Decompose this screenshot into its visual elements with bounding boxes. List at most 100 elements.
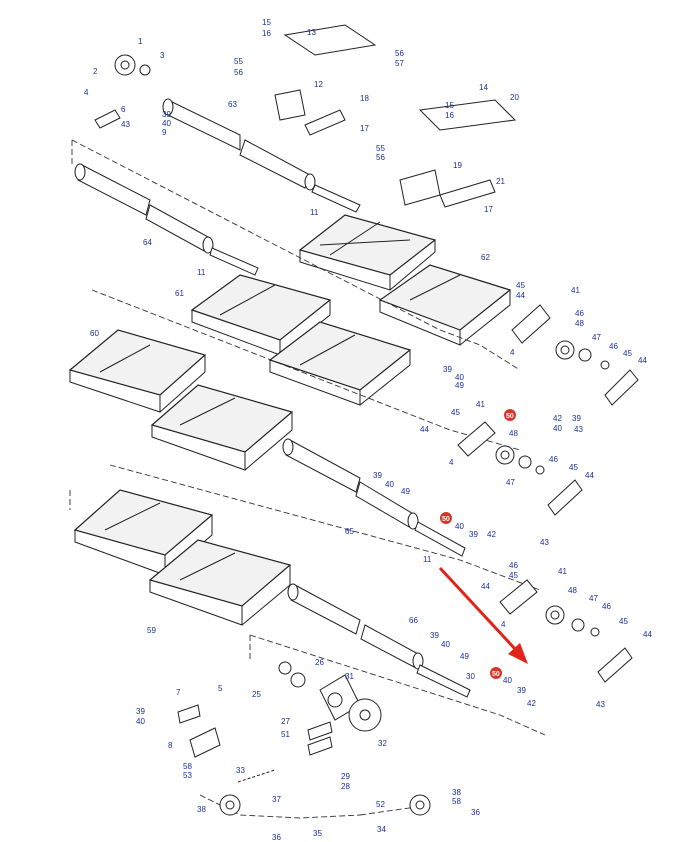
callout: 15 (445, 101, 454, 110)
callout: 45 (569, 463, 578, 472)
callout: 17 (484, 205, 493, 214)
callout: 25 (252, 690, 261, 699)
callout: 4 (449, 458, 454, 467)
callout: 55 (376, 144, 385, 153)
callout: 19 (453, 161, 462, 170)
callout: 43 (540, 538, 549, 547)
callout: 48 (509, 429, 518, 438)
callout: 45 (451, 408, 460, 417)
highlighted-callouts: 50 50 50 (440, 409, 516, 679)
callout: 41 (476, 400, 485, 409)
callout: 40 (553, 424, 562, 433)
callout: 11 (310, 208, 319, 217)
bar-18 (304, 109, 346, 136)
callout: 42 (487, 530, 496, 539)
callout: 11 (197, 268, 206, 277)
callout-labels: 1 2 3 4 6 43 39 40 9 15 16 13 55 56 12 5… (84, 18, 652, 842)
callout: 18 (360, 94, 369, 103)
callout: 43 (596, 700, 605, 709)
block-8-7 (177, 704, 221, 758)
callout: 45 (623, 349, 632, 358)
callout: 39 (136, 707, 145, 716)
bracket-27-51 (307, 721, 333, 756)
callout: 5 (218, 684, 223, 693)
callout: 40 (503, 676, 512, 685)
callout: 4 (501, 620, 506, 629)
callout: 48 (575, 319, 584, 328)
top-left-bearing (94, 54, 151, 129)
callout: 20 (510, 93, 519, 102)
callout: 36 (471, 808, 480, 817)
callout: 43 (574, 425, 583, 434)
callout: 48 (568, 586, 577, 595)
callout: 4 (510, 348, 515, 357)
callout: 46 (509, 561, 518, 570)
highlight-badge: 50 (440, 512, 452, 524)
callout: 45 (509, 571, 518, 580)
bearing-set-3 (499, 579, 633, 683)
callout: 58 (183, 762, 192, 771)
bearing-set-2 (457, 421, 583, 516)
callout: 44 (516, 291, 525, 300)
callout: 40 (455, 373, 464, 382)
callout: 36 (272, 833, 281, 842)
callout: 52 (376, 800, 385, 809)
svg-text:50: 50 (506, 413, 514, 420)
belt-62-upper (298, 214, 437, 291)
callout: 38 (452, 788, 461, 797)
callout: 65 (345, 527, 354, 536)
callout: 41 (571, 286, 580, 295)
callout: 43 (121, 120, 130, 129)
callout: 56 (395, 49, 404, 58)
callout: 2 (93, 67, 98, 76)
sprocket-38-left (219, 794, 241, 816)
callout: 21 (496, 177, 505, 186)
callout: 59 (147, 626, 156, 635)
callout: 29 (341, 772, 350, 781)
callout: 15 (262, 18, 271, 27)
callout: 39 (572, 414, 581, 423)
callout: 27 (281, 717, 290, 726)
callout: 39 (443, 365, 452, 374)
belt-60-lower (150, 384, 294, 471)
rollers (74, 98, 471, 698)
callout: 16 (445, 111, 454, 120)
belt-pans (68, 214, 512, 626)
callout: 46 (602, 602, 611, 611)
callout: 31 (345, 672, 354, 681)
svg-text:50: 50 (492, 671, 500, 678)
callout: 9 (162, 128, 167, 137)
callout: 17 (360, 124, 369, 133)
highlight-badge: 50 (504, 409, 516, 421)
callout: 44 (643, 630, 652, 639)
callout: 30 (466, 672, 475, 681)
callout: 57 (395, 59, 404, 68)
callout: 40 (385, 480, 394, 489)
callout: 39 (430, 631, 439, 640)
chain-33 (237, 769, 276, 783)
callout: 28 (341, 782, 350, 791)
callout: 44 (585, 471, 594, 480)
sprocket-38-right (409, 794, 431, 816)
callout: 39 (517, 686, 526, 695)
callout: 61 (175, 289, 184, 298)
bearing-set-1 (511, 304, 639, 406)
callout: 13 (307, 28, 316, 37)
callout: 38 (197, 805, 206, 814)
belt-59-lower (148, 539, 292, 626)
belt-61-lower (268, 321, 412, 406)
callout: 64 (143, 238, 152, 247)
callout: 33 (236, 766, 245, 775)
bearing-assemblies (457, 304, 639, 683)
callout: 42 (553, 414, 562, 423)
callout: 34 (377, 825, 386, 834)
callout: 46 (609, 342, 618, 351)
callout: 44 (420, 425, 429, 434)
bracket-19 (399, 169, 441, 206)
callout: 47 (592, 333, 601, 342)
callout: 53 (183, 771, 192, 780)
callout: 11 (423, 555, 432, 564)
callout: 7 (176, 688, 181, 697)
callout: 26 (315, 658, 324, 667)
